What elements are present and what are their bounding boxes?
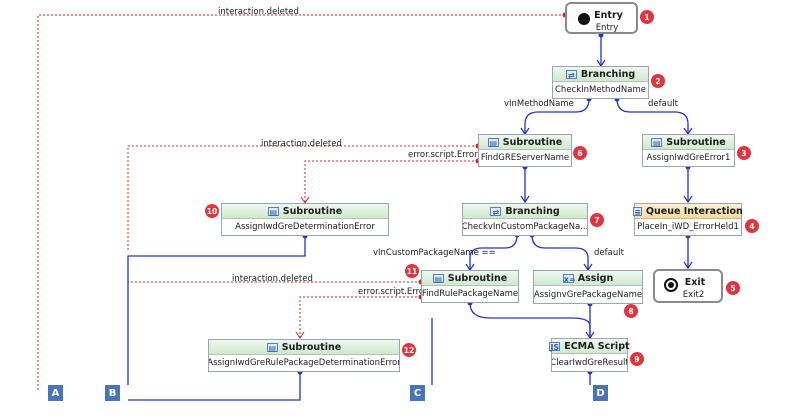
edge-label-vin-custom-package: vInCustomPackageName == (373, 248, 496, 258)
node-title: Subroutine (502, 136, 563, 148)
exit-node[interactable]: Exit Exit2 (653, 269, 723, 303)
entry-node[interactable]: Entry Entry (565, 2, 638, 34)
branching-check-in-method-name[interactable]: ⇄Branching CheckInMethodName (552, 66, 649, 99)
node-title: Queue Interaction (645, 205, 743, 217)
subroutine-icon: ▤ (432, 273, 444, 284)
branching-icon: ⇄ (490, 206, 502, 217)
node-name: AssignvGrePackageName (534, 289, 642, 300)
edge-label-default-1: default (648, 99, 678, 109)
script-icon: JS (549, 341, 561, 352)
subroutine-icon: ▤ (487, 137, 499, 148)
node-name: CheckInMethodName (555, 85, 646, 95)
subroutine-icon: ▤ (651, 137, 663, 148)
branching-icon: ⇄ (565, 69, 577, 80)
assign-icon: x= (562, 273, 576, 284)
edge-label-script-error-1: error.script.Error (408, 150, 478, 160)
edge-findrule-ecma (469, 302, 591, 338)
node-title: Exit (684, 276, 706, 288)
edge-findgre-deleted (127, 145, 478, 250)
edge-findgre-script-error (304, 160, 478, 203)
normal-edges (127, 35, 689, 401)
edge-entry-deleted (37, 14, 565, 390)
badge-11: 11 (405, 264, 419, 278)
node-name: AssignIwdGreDeterminationError (235, 222, 375, 232)
connector-c[interactable]: C (410, 385, 425, 401)
subroutine-find-rule-package-name[interactable]: ▤Subroutine FindRulePackageName (421, 270, 519, 303)
connector-b[interactable]: B (105, 385, 120, 401)
node-title: ECMA Script (564, 340, 630, 352)
connector-a[interactable]: A (48, 385, 63, 401)
node-name: CheckvInCustomPackageNa... (463, 222, 587, 232)
badge-3: 3 (737, 146, 751, 160)
node-name: ClearIwdGreResult (552, 357, 627, 368)
badge-9: 9 (630, 352, 644, 366)
badge-6: 6 (573, 146, 587, 160)
assign-vgre-package-name[interactable]: x=Assign AssignvGrePackageName (533, 270, 643, 304)
edge-label-deleted-low: interaction.deleted (232, 274, 313, 284)
edge-label-script-error-2: error.script.Error (358, 287, 428, 297)
badge-1: 1 (640, 10, 654, 24)
queue-icon: ≡ (633, 206, 642, 217)
badge-5: 5 (726, 281, 740, 295)
node-name: Entry (595, 23, 619, 33)
edge-branching1-findgre (524, 98, 590, 134)
subroutine-assign-iwd-gre-rule-package-determination-error[interactable]: ▤Subroutine AssignIwdGreRulePackageDeter… (208, 339, 400, 372)
subroutine-icon: ▤ (266, 342, 278, 353)
node-name: PlaceIn_iWD_ErrorHeld1 (637, 222, 739, 232)
queue-interaction-place-in-iwd-error-held1[interactable]: ≡Queue Interaction PlaceIn_iWD_ErrorHeld… (633, 203, 743, 236)
exit-ring-icon (664, 278, 678, 292)
badge-12: 12 (402, 343, 416, 357)
badge-4: 4 (745, 219, 759, 233)
subroutine-assign-iwd-gre-error1[interactable]: ▤Subroutine AssignIwdGreError1 (642, 134, 735, 167)
node-title: Subroutine (447, 272, 508, 284)
node-title: Subroutine (666, 136, 726, 148)
node-title: Branching (505, 205, 560, 217)
subroutine-find-gre-server-name[interactable]: ▤Subroutine FindGREServerName (478, 134, 572, 167)
edge-label-default-2: default (594, 248, 624, 258)
node-title: Subroutine (281, 341, 342, 353)
edge-label-vin-method-name: vInMethodName (504, 99, 574, 109)
subroutine-icon: ▤ (267, 206, 279, 217)
edge-branching2-findrule (469, 234, 518, 270)
badge-10: 10 (205, 204, 219, 218)
badge-7: 7 (590, 213, 604, 227)
node-title: Entry (594, 9, 623, 21)
edge-branching1-default (616, 98, 689, 134)
badge-2: 2 (651, 74, 665, 88)
edge-ruledet-b (128, 372, 301, 401)
node-name: FindRulePackageName (422, 289, 518, 299)
edge-label-deleted-top: interaction.deleted (218, 7, 299, 17)
node-title: Assign (577, 272, 614, 284)
branching-check-vin-custom-package-name[interactable]: ⇄Branching CheckvInCustomPackageNa... (462, 203, 588, 236)
node-name: FindGREServerName (480, 153, 570, 163)
subroutine-assign-iwd-gre-determination-error[interactable]: ▤Subroutine AssignIwdGreDeterminationErr… (221, 203, 389, 236)
node-name: AssignIwdGreError1 (646, 153, 731, 163)
connector-d[interactable]: D (593, 385, 608, 401)
edge-detailerror-b (127, 236, 306, 385)
node-title: Branching (580, 68, 636, 80)
node-title: Subroutine (282, 205, 343, 217)
edge-branching2-default (531, 234, 589, 270)
node-name: Exit2 (682, 290, 705, 300)
node-name: AssignIwdGreRulePackageDeterminationErro… (209, 358, 399, 368)
edge-findrule-script-error (299, 296, 421, 338)
entry-dot-icon (578, 13, 590, 25)
badge-8: 8 (624, 304, 638, 318)
edge-label-deleted-mid: interaction.deleted (261, 139, 342, 149)
